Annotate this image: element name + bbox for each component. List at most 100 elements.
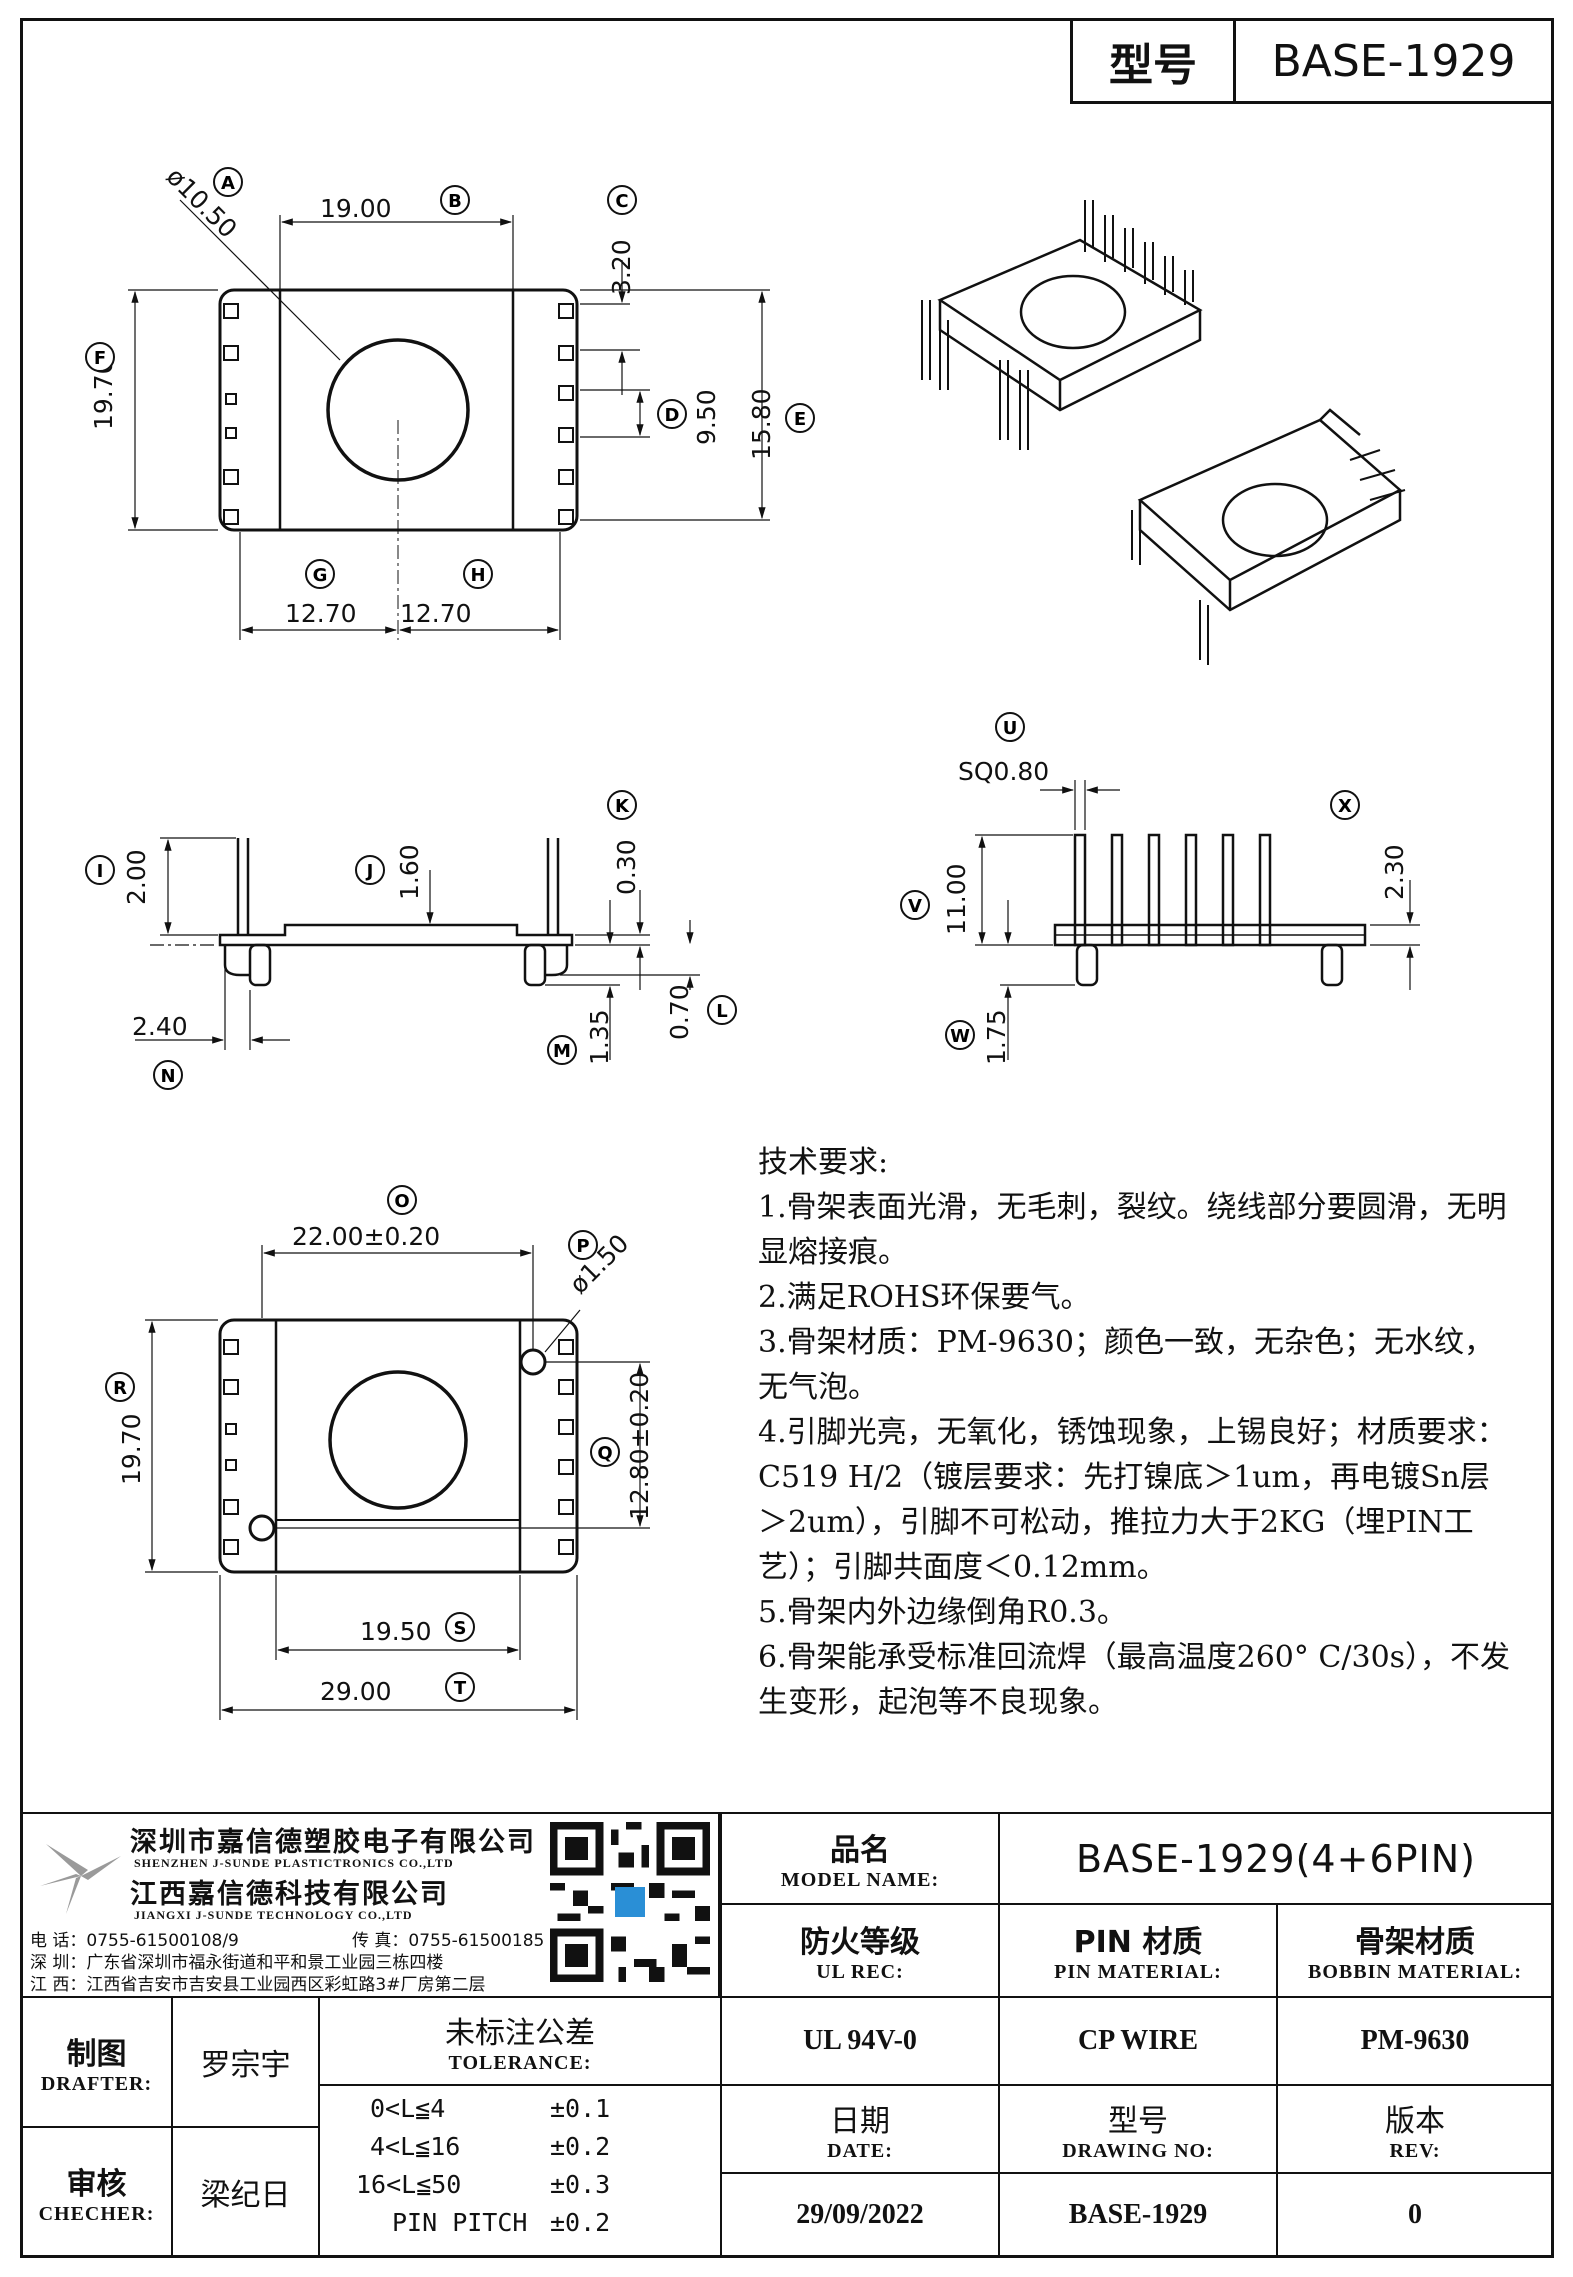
balloon-j: J — [355, 855, 385, 885]
balloon-u: U — [995, 712, 1025, 742]
balloon-c: C — [607, 185, 637, 215]
checker-value: 梁纪日 — [171, 2126, 320, 2258]
rev-value: 0 — [1276, 2172, 1554, 2258]
company-name-cn-2: 江西嘉信德科技有限公司 — [130, 1879, 449, 1910]
dim-x: 2.30 — [1380, 844, 1409, 900]
svg-text:D: D — [665, 405, 680, 426]
balloon-b: B — [440, 185, 470, 215]
balloon-v: V — [900, 890, 930, 920]
company-block: 深圳市嘉信德塑胶电子有限公司 SHENZHEN J-SUNDE PLASTICT… — [20, 1812, 720, 1998]
dim-w: 1.75 — [982, 1009, 1011, 1065]
svg-text:U: U — [1003, 718, 1018, 739]
dim-n: 2.40 — [132, 1012, 188, 1041]
balloon-l: L — [707, 995, 737, 1025]
svg-text:A: A — [221, 173, 235, 194]
balloon-s: S — [445, 1612, 475, 1642]
note-item: 2.满足ROHS环保要气。 — [758, 1280, 1091, 1315]
balloon-n: N — [153, 1060, 183, 1090]
dim-i: 2.00 — [122, 849, 151, 905]
svg-text:M: M — [553, 1041, 571, 1062]
svg-text:W: W — [950, 1026, 970, 1047]
svg-text:L: L — [716, 1001, 727, 1022]
svg-text:G: G — [313, 565, 328, 586]
title-block: 深圳市嘉信德塑胶电子有限公司 SHENZHEN J-SUNDE PLASTICT… — [20, 1812, 1554, 2258]
svg-text:C: C — [615, 191, 628, 212]
dim-o: 22.00±0.20 — [292, 1222, 440, 1251]
svg-text:P: P — [576, 1236, 589, 1257]
note-item: 5.骨架内外边缘倒角R0.3。 — [758, 1595, 1127, 1630]
address-jiangxi: 江 西：江西省吉安市吉安县工业园西区彩虹路3#厂房第二层 — [30, 1975, 486, 1995]
type-value: BASE-1929 — [1271, 35, 1516, 87]
dim-h: 12.70 — [400, 599, 472, 628]
balloon-x: X — [1330, 790, 1360, 820]
bottom-view — [145, 1245, 650, 1720]
ul-value: UL 94V-0 — [720, 1996, 1000, 2086]
tol-range: 4<L≦16 — [370, 2132, 461, 2161]
balloon-w: W — [945, 1020, 975, 1050]
note-item: 3.骨架材质：PM-9630；颜色一致，无杂色；无水纹，无气泡。 — [758, 1325, 1495, 1405]
tol-value: ±0.2 — [550, 2132, 611, 2161]
dim-e: 15.80 — [747, 388, 776, 460]
balloon-g: G — [305, 559, 335, 589]
dim-t: 29.00 — [320, 1677, 392, 1706]
svg-text:X: X — [1338, 796, 1352, 817]
svg-text:Q: Q — [597, 1443, 612, 1464]
dim-k: 0.30 — [612, 839, 641, 895]
balloon-q: Q — [590, 1437, 620, 1467]
balloon-i: I — [85, 855, 115, 885]
company-logo — [40, 1844, 121, 1914]
iso-view-top — [921, 200, 1203, 450]
iso-view-bottom — [1131, 408, 1406, 665]
dim-s: 19.50 — [360, 1617, 432, 1646]
balloon-d: D — [657, 399, 687, 429]
pin-material-value: CP WIRE — [998, 1996, 1278, 2086]
tol-value: ±0.3 — [550, 2170, 611, 2199]
svg-text:J: J — [365, 861, 374, 882]
company-fax: 传 真：0755-61500185 — [352, 1931, 545, 1951]
dim-u: SQ0.80 — [958, 757, 1049, 786]
company-name-en-1: SHENZHEN J-SUNDE PLASTICTRONICS CO.,LTD — [134, 1856, 454, 1870]
address-shenzhen: 深 圳：广东省深圳市福永街道和平和景工业园三栋四楼 — [30, 1953, 444, 1973]
dim-width: 19.00 — [320, 194, 392, 223]
model-name-value: BASE-1929(4+6PIN) — [998, 1812, 1554, 1905]
balloon-h: H — [463, 559, 493, 589]
dim-l: 0.70 — [665, 984, 694, 1040]
type-label: 型号 — [1073, 21, 1236, 101]
note-item: 4.引脚光亮，无氧化，锈蚀现象，上锡良好；材质要求：C519 H/2（镀层要求：… — [758, 1415, 1507, 1585]
svg-text:R: R — [113, 1378, 127, 1399]
type-header: 型号 BASE-1929 — [1070, 18, 1554, 104]
balloon-r: R — [105, 1372, 135, 1402]
top-view — [128, 199, 770, 640]
balloon-m: M — [547, 1035, 577, 1065]
tol-value: ±0.2 — [550, 2208, 611, 2237]
balloon-t: T — [445, 1672, 475, 1702]
svg-text:B: B — [448, 191, 462, 212]
svg-text:N: N — [160, 1066, 175, 1087]
drawing-no-value: BASE-1929 — [998, 2172, 1278, 2258]
balloon-e: E — [785, 403, 815, 433]
dim-c: 3.20 — [607, 239, 636, 295]
dim-g: 12.70 — [285, 599, 357, 628]
dim-q: 12.80±0.20 — [625, 1372, 654, 1520]
side-view — [135, 837, 700, 1060]
drafter-value: 罗宗宇 — [171, 1996, 320, 2128]
dim-j: 1.60 — [395, 844, 424, 900]
svg-text:S: S — [454, 1618, 467, 1639]
tol-range: 0<L≦4 — [370, 2094, 446, 2123]
balloon-f: F — [85, 342, 115, 372]
note-item: 6.骨架能承受标准回流焊（最高温度260° C/30s），不发生变形，起泡等不良… — [758, 1640, 1511, 1720]
balloon-k: K — [607, 790, 637, 820]
tol-range: PIN PITCH — [392, 2208, 528, 2237]
svg-text:V: V — [908, 896, 922, 917]
end-view — [975, 780, 1420, 1060]
